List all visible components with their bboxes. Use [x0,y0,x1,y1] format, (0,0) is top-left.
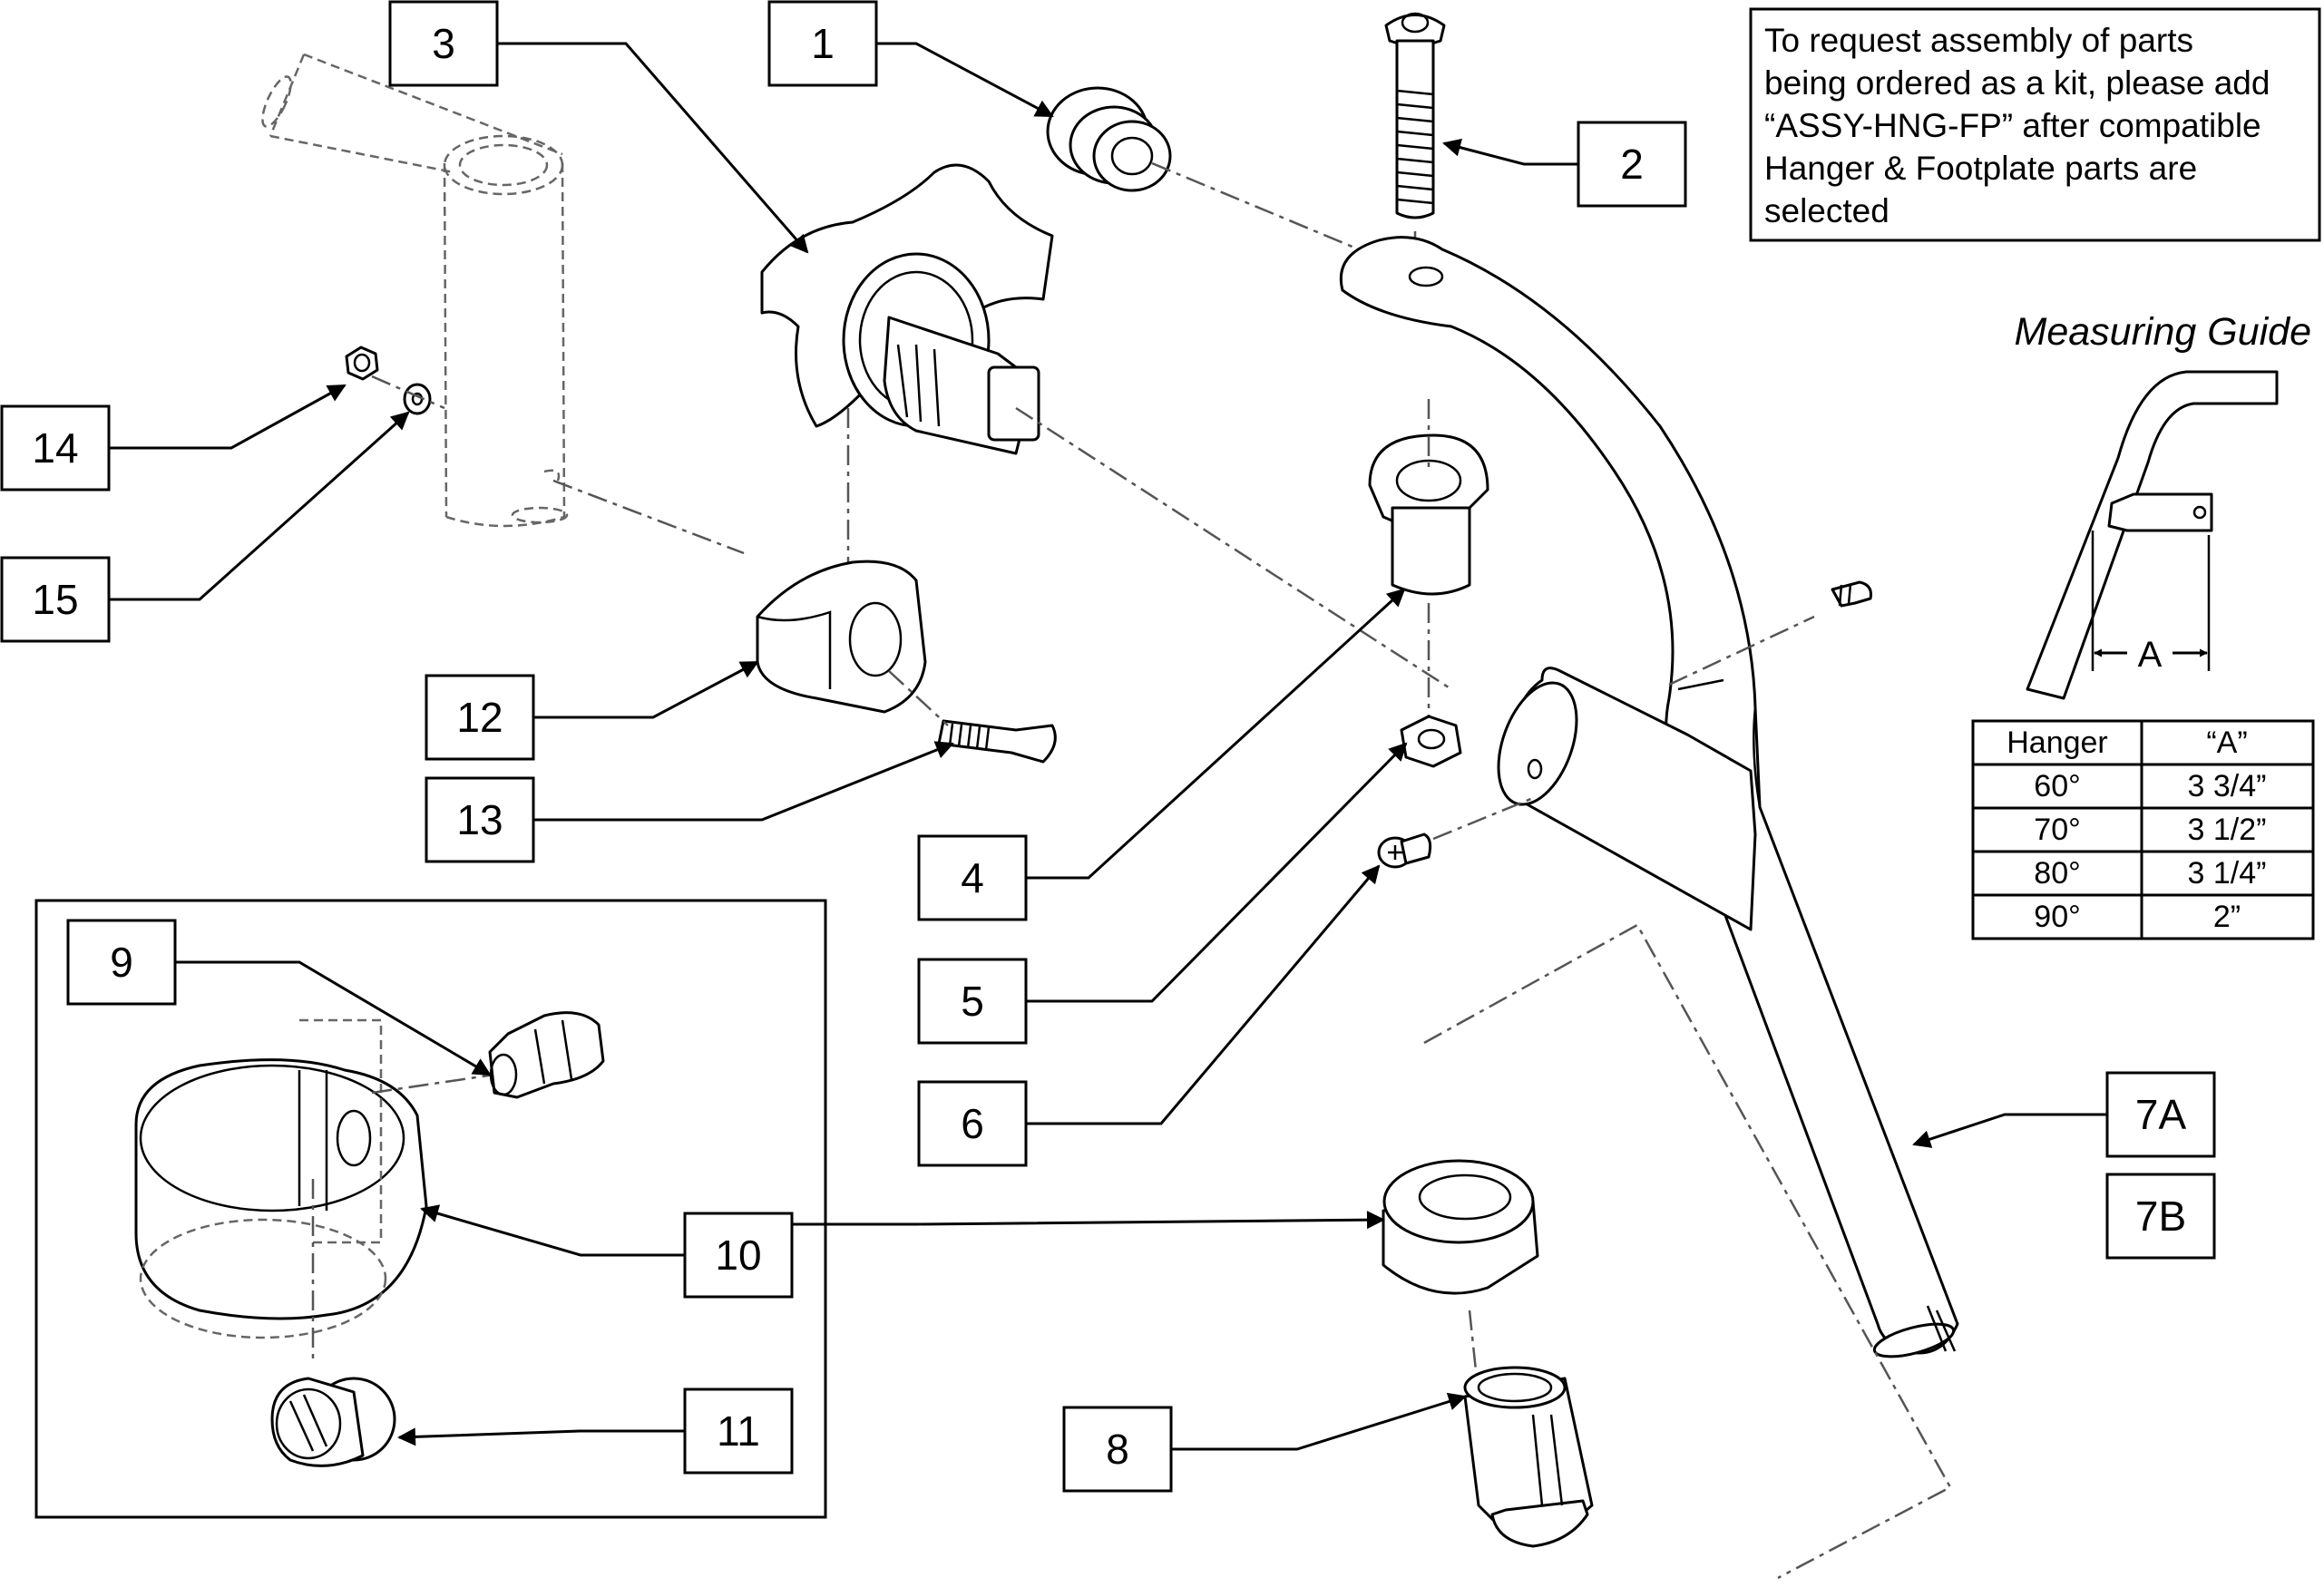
svg-text:7A: 7A [2135,1091,2187,1138]
svg-text:13: 13 [456,796,503,843]
guide-hanger-shape [2026,370,2279,700]
part-9-pin [488,1011,605,1099]
part-12-clamp [756,560,927,714]
table-cell: 90° [2034,900,2080,934]
note-line-1: To request assembly of parts [1764,22,2193,59]
callout-9: 9 [66,919,177,1006]
svg-text:6: 6 [961,1100,984,1147]
part-6-screw [1377,796,1534,869]
part-3-release-lever [760,163,1054,455]
part-11-knob [270,1377,396,1467]
callout-15: 15 [0,556,111,643]
svg-text:9: 9 [110,939,133,986]
table-cell: 3 1/2” [2188,813,2267,847]
callout-7b: 7B [2105,1173,2216,1260]
note-line-5: selected [1764,192,1889,229]
dimension-a-label: A [2138,635,2163,675]
callout-8: 8 [1062,1406,1173,1493]
callout-10: 10 [683,1212,794,1299]
part-13-screw [888,670,1057,764]
table-header-hanger: Hanger [2007,725,2108,760]
callout-7a: 7A [2105,1071,2216,1158]
table-cell: 3 3/4” [2188,769,2267,803]
note-line-2: being ordered as a kit, please add [1764,64,2270,102]
svg-text:1: 1 [811,20,835,67]
note-box [1749,7,2321,242]
axis-screw-7a [1668,615,1815,686]
part-4-bushing [1368,399,1489,716]
part-8-insert [1463,1366,1594,1548]
table-cell: 60° [2034,769,2080,803]
svg-text:2: 2 [1620,141,1644,188]
svg-text:10: 10 [715,1232,761,1279]
svg-text:5: 5 [961,978,984,1025]
axis-3-7a [1015,406,1452,691]
callout-5: 5 [917,958,1028,1045]
note-line-3: “ASSY-HNG-FP” after compatible [1764,107,2261,144]
svg-text:3: 3 [432,20,455,67]
assembly-note: To request assembly of parts being order… [1749,7,2321,242]
part-5-nut [1400,715,1462,768]
part-2-bolt [1384,12,1446,290]
part-7b-ghost-outline [1423,923,1952,1580]
part-10-collar [134,1018,495,1360]
hanger-table: Hanger “A” 60° 3 3/4” 70° 3 1/2” 80° 3 1… [1971,719,2315,940]
svg-text:14: 14 [32,424,78,472]
table-cell: 3 1/4” [2188,856,2267,891]
svg-text:8: 8 [1106,1426,1129,1473]
callout-1: 1 [767,0,878,87]
callout-4: 4 [917,834,1028,921]
leader-lines [109,42,2107,1451]
table-cell: 80° [2034,856,2080,891]
svg-text:12: 12 [456,694,503,741]
part-14-locknut [345,346,379,381]
part-15-washer [371,375,445,415]
callout-2: 2 [1577,121,1687,208]
measuring-guide-title: Measuring Guide [2015,310,2311,354]
part-1-plug [1046,86,1371,256]
guide-bracket [2107,492,2213,532]
inset-box [34,899,827,1519]
svg-text:4: 4 [961,854,984,901]
part-7a-lower-arm [1497,667,1757,931]
svg-text:7B: 7B [2135,1193,2186,1240]
table-cell: 70° [2034,813,2080,847]
part-7a-hanger-tube [1339,236,1959,1358]
part-10-spacer-right [1382,1159,1539,1397]
table-header-a: “A” [2206,725,2247,760]
callout-6: 6 [917,1080,1028,1167]
svg-text:11: 11 [717,1407,760,1455]
callout-12: 12 [425,674,535,761]
table-cell: 2” [2213,900,2241,934]
note-line-4: Hanger & Footplate parts are [1764,150,2197,187]
callout-11: 11 [683,1387,794,1475]
callout-3: 3 [388,0,499,87]
callout-13: 13 [425,776,535,863]
callout-14: 14 [0,404,111,492]
part-screw-small-right [1831,580,1872,608]
svg-text:15: 15 [32,576,78,623]
measuring-guide: Measuring Guide A [2015,310,2311,700]
frame-tube-ghost [261,53,745,555]
